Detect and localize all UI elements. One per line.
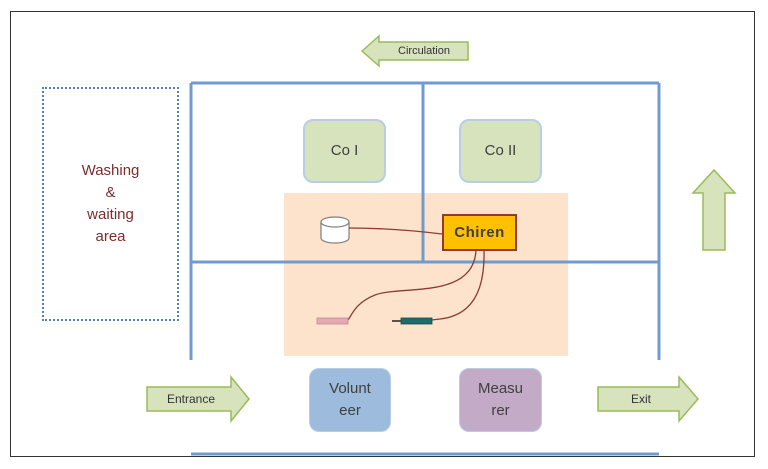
chiren-device: Chiren [442,214,517,251]
washing-area-line: & [105,184,116,201]
cable-dark-probe [431,249,485,321]
washing-waiting-area: Washing & waiting area [42,87,179,321]
probe-icon [316,317,349,325]
exit-label: Exit [630,392,651,406]
volunteer-label-line: Volunt [329,380,371,397]
cable-pink-probe [347,249,477,321]
circulation-label: Circulation [398,45,450,57]
co-ii-box: Co II [459,119,542,183]
co-i-box: Co I [303,119,386,183]
measurer-label-line: rer [491,402,510,419]
entrance-label: Entrance [166,392,216,406]
arrow-up-icon [691,168,737,251]
arrow-right-icon [146,374,250,424]
room-walls [189,81,661,456]
cable-cylinder [348,227,443,235]
volunteer-label-line: eer [339,402,361,419]
washing-area-line: Washing [81,162,140,179]
cables [347,227,485,321]
measurer-label-line: Measu [477,380,524,397]
cylinder-icon [320,216,350,244]
arrow-right-icon [597,374,699,424]
washing-area-line: waiting [87,206,134,223]
arrow-left-icon [360,34,469,68]
volunteer-box: Volunt eer [309,368,391,432]
washing-area-line: area [95,228,126,245]
measurer-box: Measu rer [459,368,542,432]
probe-icon [400,317,433,325]
